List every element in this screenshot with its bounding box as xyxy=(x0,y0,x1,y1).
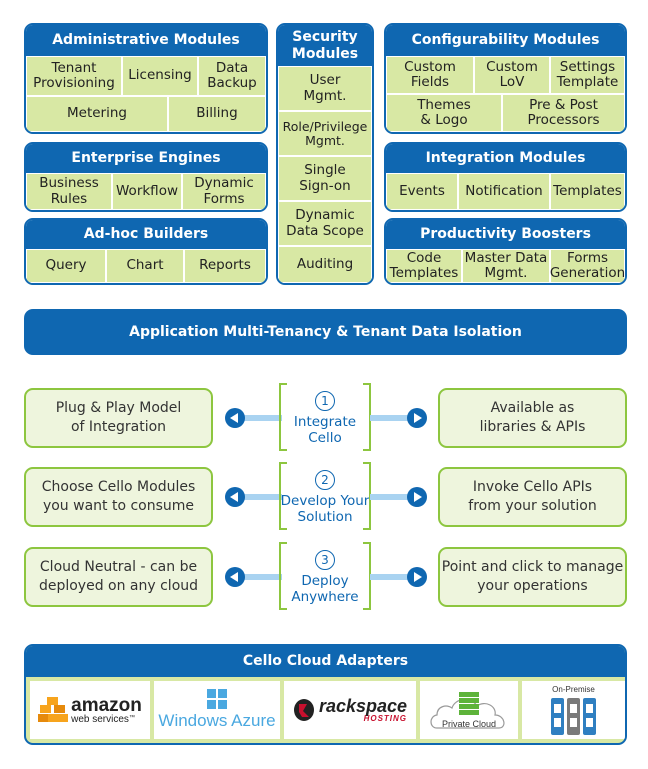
right-box-invoke-apis: Invoke Cello APIs from your solution xyxy=(438,467,627,527)
module-auditing[interactable]: Auditing xyxy=(278,246,372,283)
security-modules-title: Security Modules xyxy=(278,25,372,66)
module-metering[interactable]: Metering xyxy=(26,96,168,132)
administrative-modules-panel: Administrative Modules Tenant Provisioni… xyxy=(24,23,268,134)
rackspace-wordmark: rackspace xyxy=(318,696,408,716)
cloud-adapters-panel: Cello Cloud Adapters amazon web services… xyxy=(24,644,627,745)
module-pre-post-processors[interactable]: Pre & Post Processors xyxy=(502,94,625,132)
private-cloud-icon xyxy=(430,692,505,729)
module-dynamic-data-scope[interactable]: Dynamic Data Scope xyxy=(278,201,372,246)
module-chart[interactable]: Chart xyxy=(106,249,184,283)
step-3-label: Deploy Anywhere xyxy=(291,573,359,606)
windows-flag-icon xyxy=(207,689,227,709)
step-3: 3 Deploy Anywhere xyxy=(279,542,371,610)
module-templates[interactable]: Templates xyxy=(550,173,625,210)
integration-modules-panel: Integration Modules Events Notification … xyxy=(384,142,627,212)
module-data-backup[interactable]: Data Backup xyxy=(198,56,266,96)
module-events[interactable]: Events xyxy=(386,173,458,210)
administrative-modules-title: Administrative Modules xyxy=(26,25,266,56)
left-box-plug-and-play: Plug & Play Model of Integration xyxy=(24,388,213,448)
left-connector-3 xyxy=(225,567,282,587)
hosting-wordmark: HOSTING xyxy=(363,714,408,723)
productivity-boosters-panel: Productivity Boosters Code Templates Mas… xyxy=(384,218,627,285)
module-custom-fields[interactable]: Custom Fields xyxy=(386,56,474,94)
trademark-symbol: ™ xyxy=(128,714,135,721)
module-role-privilege-mgmt[interactable]: Role/Privilege Mgmt. xyxy=(278,111,372,156)
step-3-number: 3 xyxy=(315,550,335,570)
security-modules-panel: Security Modules User Mgmt. Role/Privile… xyxy=(276,23,374,285)
on-premise-logo[interactable]: On-Premise xyxy=(522,681,625,739)
step-1-label: Integrate Cello xyxy=(293,414,357,447)
right-connector-2 xyxy=(370,487,427,507)
left-connector-1 xyxy=(225,408,282,428)
module-dynamic-forms[interactable]: Dynamic Forms xyxy=(182,173,266,210)
adhoc-builders-title: Ad-hoc Builders xyxy=(26,220,266,249)
module-business-rules[interactable]: Business Rules xyxy=(26,173,112,210)
module-licensing[interactable]: Licensing xyxy=(122,56,198,96)
step-1-number: 1 xyxy=(315,391,335,411)
amazon-web-services-logo[interactable]: amazon web services™ xyxy=(30,681,150,739)
private-cloud-logo[interactable]: Private Cloud xyxy=(420,681,518,739)
enterprise-engines-title: Enterprise Engines xyxy=(26,144,266,173)
left-connector-2 xyxy=(225,487,282,507)
right-connector-1 xyxy=(370,408,427,428)
adhoc-builders-panel: Ad-hoc Builders Query Chart Reports xyxy=(24,218,268,285)
right-box-point-and-click: Point and click to manage your operation… xyxy=(438,547,627,607)
configurability-modules-title: Configurability Modules xyxy=(386,25,625,56)
server-racks-icon xyxy=(550,697,596,735)
module-billing[interactable]: Billing xyxy=(168,96,266,132)
module-master-data-mgmt[interactable]: Master Data Mgmt. xyxy=(462,249,550,283)
integration-modules-title: Integration Modules xyxy=(386,144,625,173)
rackspace-icon xyxy=(293,699,314,721)
module-code-templates[interactable]: Code Templates xyxy=(386,249,462,283)
right-connector-3 xyxy=(370,567,427,587)
productivity-boosters-title: Productivity Boosters xyxy=(386,220,625,249)
left-box-choose-modules: Choose Cello Modules you want to consume xyxy=(24,467,213,527)
enterprise-engines-panel: Enterprise Engines Business Rules Workfl… xyxy=(24,142,268,212)
cloud-adapters-title: Cello Cloud Adapters xyxy=(26,646,625,677)
on-premise-label: On-Premise xyxy=(552,684,595,694)
aws-cubes-icon xyxy=(38,697,69,722)
module-notification[interactable]: Notification xyxy=(458,173,550,210)
module-user-mgmt[interactable]: User Mgmt. xyxy=(278,66,372,111)
module-workflow[interactable]: Workflow xyxy=(112,173,182,210)
right-box-libraries-apis: Available as libraries & APIs xyxy=(438,388,627,448)
module-single-sign-on[interactable]: Single Sign-on xyxy=(278,156,372,201)
module-forms-generation[interactable]: Forms Generation xyxy=(549,249,626,283)
multi-tenancy-bar: Application Multi-Tenancy & Tenant Data … xyxy=(24,309,627,355)
module-themes-logo[interactable]: Themes & Logo xyxy=(386,94,502,132)
web-services-wordmark: web services xyxy=(71,713,129,725)
private-cloud-label: Private Cloud xyxy=(441,719,497,729)
left-box-cloud-neutral: Cloud Neutral - can be deployed on any c… xyxy=(24,547,213,607)
step-2-number: 2 xyxy=(315,470,335,490)
module-query[interactable]: Query xyxy=(26,249,106,283)
windows-azure-wordmark: Windows Azure xyxy=(158,711,276,730)
rackspace-hosting-logo[interactable]: rackspace HOSTING xyxy=(284,681,416,739)
step-1: 1 Integrate Cello xyxy=(279,383,371,451)
module-tenant-provisioning[interactable]: Tenant Provisioning xyxy=(26,56,122,96)
amazon-wordmark: amazon xyxy=(71,694,142,716)
windows-azure-logo[interactable]: Windows Azure xyxy=(154,681,280,739)
step-2-label: Develop Your Solution xyxy=(280,493,370,526)
module-settings-template[interactable]: Settings Template xyxy=(550,56,625,94)
module-reports[interactable]: Reports xyxy=(184,249,266,283)
configurability-modules-panel: Configurability Modules Custom Fields Cu… xyxy=(384,23,627,134)
step-2: 2 Develop Your Solution xyxy=(279,462,371,530)
module-custom-lov[interactable]: Custom LoV xyxy=(474,56,550,94)
